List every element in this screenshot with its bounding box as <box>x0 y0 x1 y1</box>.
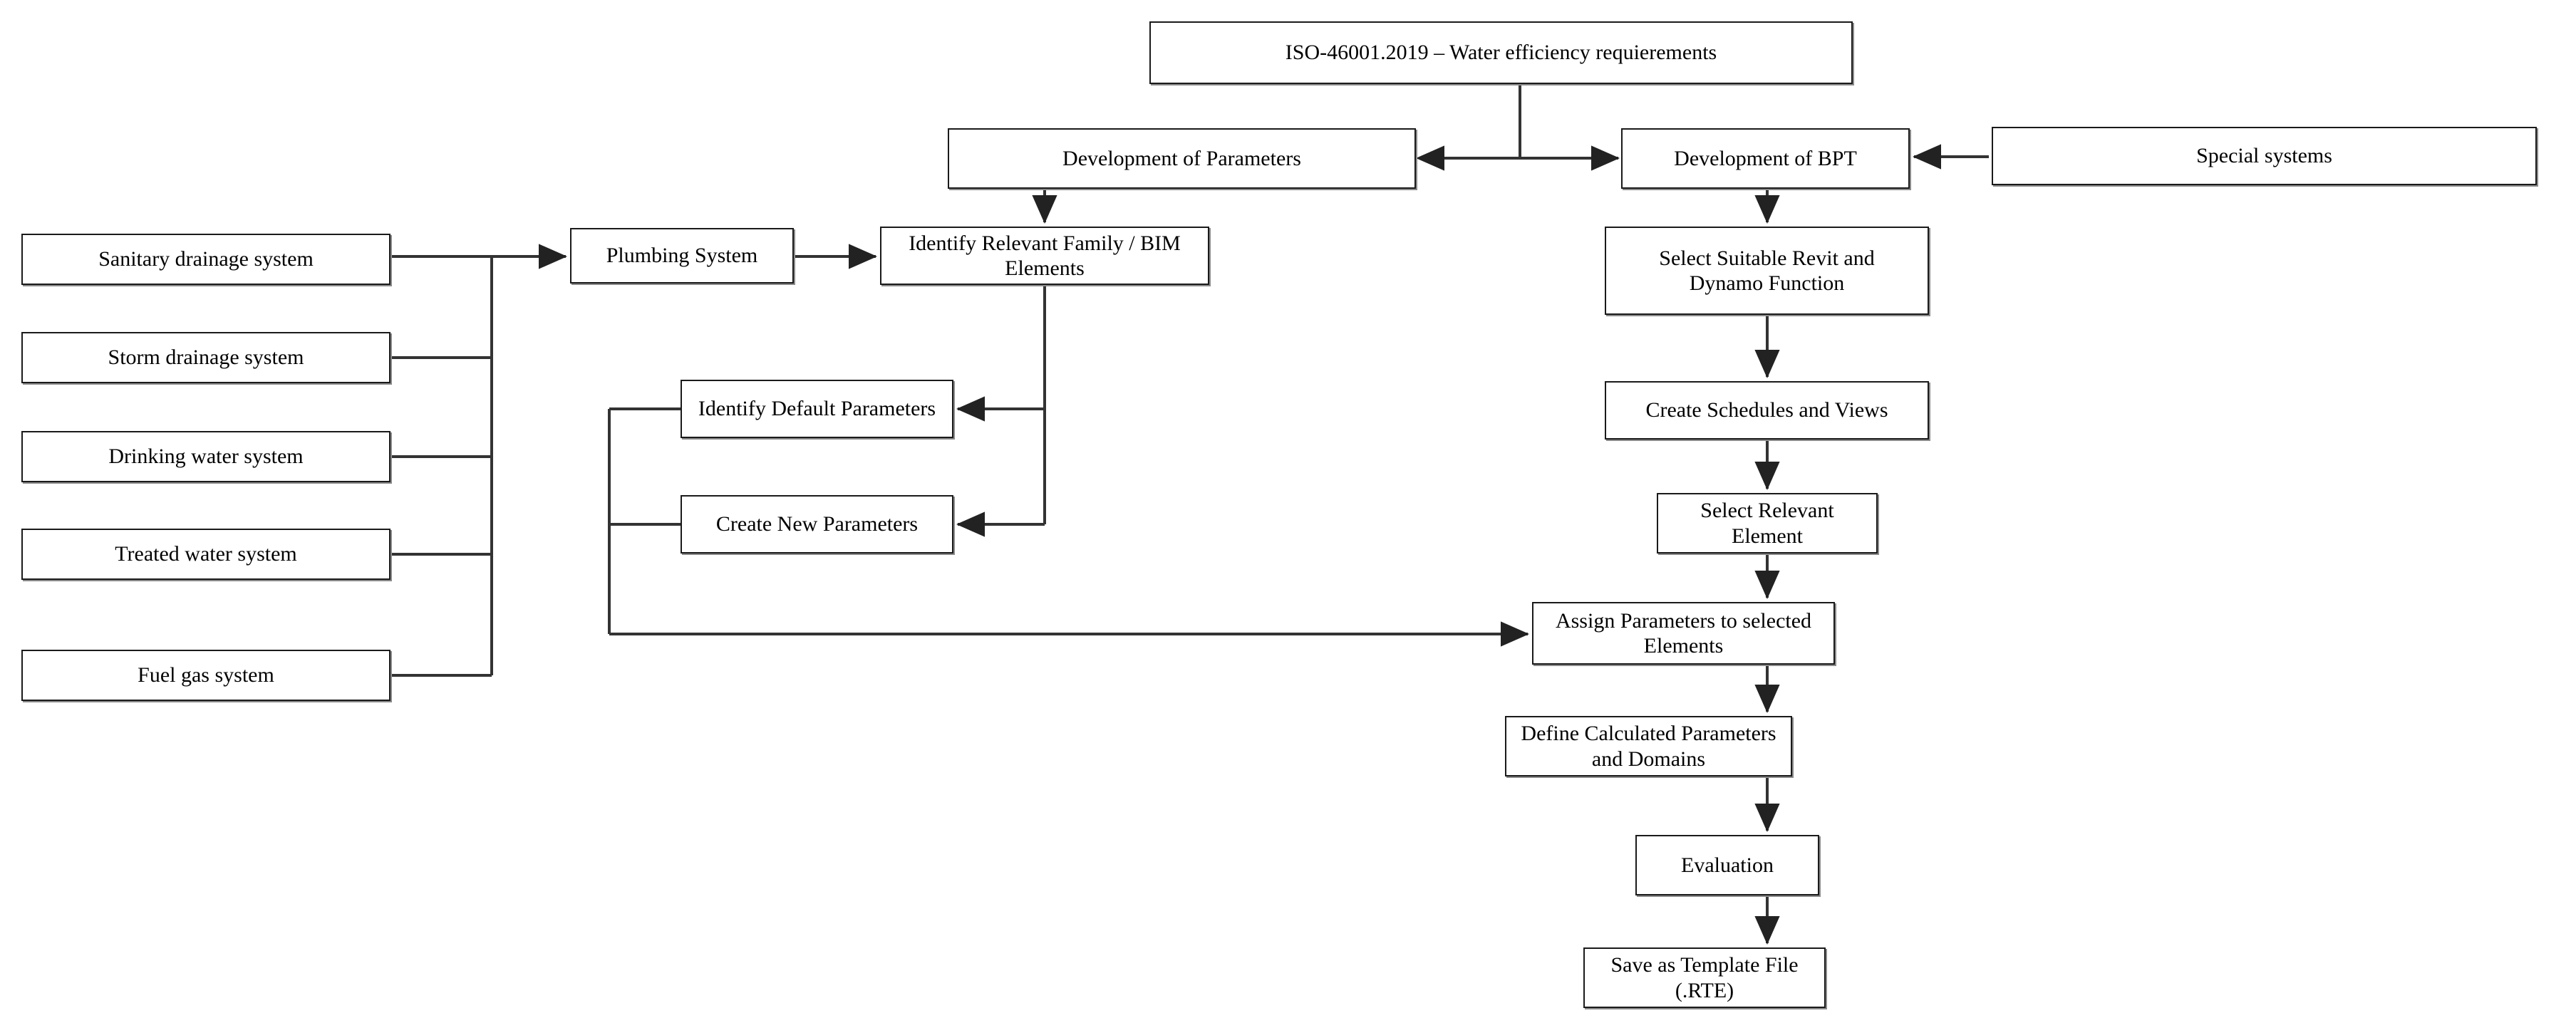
node-identify-default-parameters[interactable]: Identify Default Parameters <box>681 380 953 438</box>
node-iso-requirements[interactable]: ISO-46001.2019 – Water efficiency requie… <box>1149 21 1853 84</box>
node-evaluation[interactable]: Evaluation <box>1635 835 1819 895</box>
node-label: Identify Relevant Family / BIM Elements <box>909 231 1181 280</box>
node-label: Identify Default Parameters <box>698 397 936 421</box>
node-assign-parameters-to-selected-elements[interactable]: Assign Parameters to selected Elements <box>1532 602 1835 665</box>
node-label: Create New Parameters <box>715 512 919 536</box>
node-label: Select Suitable Revit and Dynamo Functio… <box>1659 246 1875 295</box>
node-select-suitable-revit-and-dynamo-function[interactable]: Select Suitable Revit and Dynamo Functio… <box>1605 227 1929 315</box>
node-label: ISO-46001.2019 – Water efficiency requie… <box>1285 41 1717 65</box>
node-label: Evaluation <box>1681 853 1774 877</box>
node-label: Define Calculated Parameters and Domains <box>1521 722 1776 771</box>
node-identify-relevant-family-bim-elements[interactable]: Identify Relevant Family / BIM Elements <box>880 227 1209 285</box>
node-label: Sanitary drainage system <box>98 247 314 271</box>
node-storm-drainage-system[interactable]: Storm drainage system <box>21 332 390 383</box>
node-label: Storm drainage system <box>108 346 304 370</box>
node-development-of-parameters[interactable]: Development of Parameters <box>948 128 1416 189</box>
node-treated-water-system[interactable]: Treated water system <box>21 529 390 580</box>
node-save-as-template-file[interactable]: Save as Template File (.RTE) <box>1583 947 1826 1008</box>
node-plumbing-system[interactable]: Plumbing System <box>570 228 794 284</box>
node-label: Development of Parameters <box>1062 146 1301 170</box>
node-label: Create Schedules and Views <box>1645 398 1888 422</box>
node-create-schedules-and-views[interactable]: Create Schedules and Views <box>1605 381 1929 440</box>
node-label: Treated water system <box>115 542 297 566</box>
node-sanitary-drainage-system[interactable]: Sanitary drainage system <box>21 234 390 285</box>
node-label: Drinking water system <box>108 445 304 469</box>
node-fuel-gas-system[interactable]: Fuel gas system <box>21 650 390 701</box>
node-label: Select Relevant Element <box>1700 499 1834 548</box>
node-label: Save as Template File (.RTE) <box>1610 953 1799 1002</box>
node-label: Special systems <box>2196 144 2332 168</box>
node-development-of-bpt[interactable]: Development of BPT <box>1621 128 1910 189</box>
node-select-relevant-element[interactable]: Select Relevant Element <box>1657 493 1878 554</box>
node-create-new-parameters[interactable]: Create New Parameters <box>681 495 953 554</box>
node-drinking-water-system[interactable]: Drinking water system <box>21 431 390 482</box>
node-label: Development of BPT <box>1674 146 1857 170</box>
node-define-calculated-parameters-and-domains[interactable]: Define Calculated Parameters and Domains <box>1505 716 1792 777</box>
node-label: Plumbing System <box>606 244 758 268</box>
node-label: Assign Parameters to selected Elements <box>1555 608 1812 658</box>
node-label: Fuel gas system <box>138 663 274 687</box>
node-special-systems[interactable]: Special systems <box>1992 127 2537 185</box>
